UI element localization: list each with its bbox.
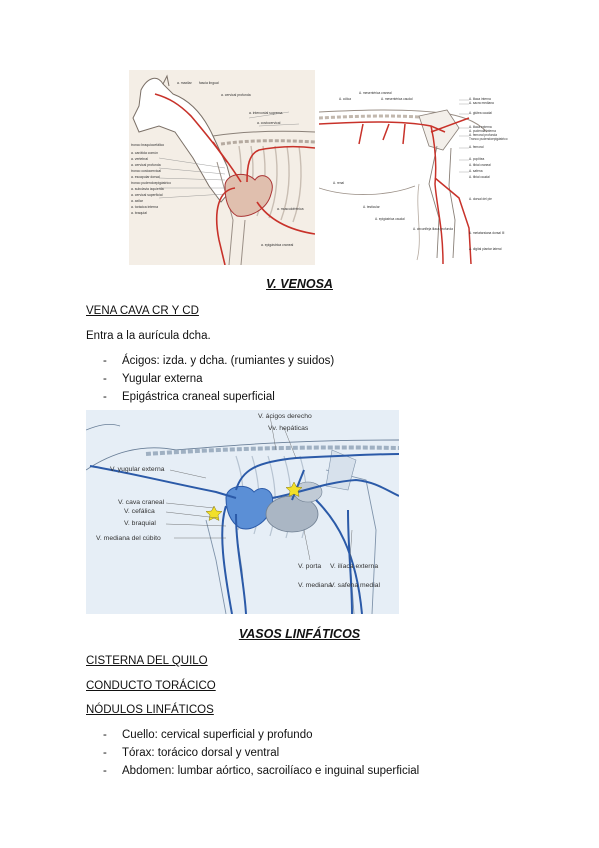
label-a-cervical-profunda: a. cervical profunda — [221, 93, 251, 97]
heading-vasos-linfaticos: VASOS LINFÁTICOS — [238, 627, 361, 641]
label-a-circunfleja-iliaca: A. circunfleja iliaca profunda — [413, 227, 453, 231]
label-a-colica: A. cólica — [339, 97, 351, 101]
list-item: -Ácigos: izda. y dcha. (rumiantes y suid… — [103, 355, 335, 367]
label-tronco-pudendoepigastrico-hind: Tronco pudendoepigástrico — [469, 137, 508, 141]
label-a-poplitea: A. poplítea — [469, 157, 484, 161]
label-a-intercostal-suprema: a. intercostal suprema — [249, 111, 282, 115]
label-v-porta: V. porta — [298, 563, 321, 570]
label-a-metatarsiana-dorsal: A. metatarsiana dorsal III — [469, 231, 505, 235]
list-item: -Cuello: cervical superficial y profundo — [103, 729, 313, 741]
label-a-carotida-comun: a. carótida común — [131, 151, 158, 155]
label-a-iliaca-interna: A. iliaca interna — [469, 97, 491, 101]
heading-venosa: V. VENOSA — [266, 277, 333, 291]
text-entra-auricula: Entra a la aurícula dcha. — [86, 330, 211, 342]
label-fascia-lingual: fascia lingual — [199, 81, 219, 85]
subheading-conducto-toracico: CONDUCTO TORÁCICO — [86, 680, 216, 692]
label-a-maxilar: a. maxilar — [177, 81, 193, 85]
label-v-yugular-externa: V. yugular externa — [110, 466, 165, 473]
figure-arterial-thorax: a. maxilar fascia lingual a. cervical pr… — [129, 70, 315, 265]
label-v-braquial: V. braquial — [124, 520, 156, 527]
label-a-epigastrica-craneal: a. epigástrica craneal — [261, 243, 293, 247]
label-a-cervical-superficial: a. cervical superficial — [131, 193, 163, 197]
label-tronco-costocervical: tronco costocervical — [131, 169, 161, 173]
figure-arterial-hind: A. mesentérica craneal A. mesentérica ca… — [319, 88, 519, 264]
label-v-cava-craneal: V. cava craneal — [118, 499, 165, 506]
label-v-iliaca-externa: V. ilíaca externa — [330, 563, 378, 570]
label-a-dorsal-del-pie: A. dorsal del pie — [469, 197, 492, 201]
label-a-braquial: a. braquial — [131, 211, 147, 215]
label-v-safena-medial: V. safena medial — [330, 582, 380, 589]
list-item: -Abdomen: lumbar aórtico, sacroilíaco e … — [103, 765, 420, 777]
label-a-safena: A. safena — [469, 169, 483, 173]
label-a-iliaca-externa: A. iliaca externa — [469, 125, 492, 129]
label-tronco-braquiocefalico: tronco braquiocefálico — [131, 143, 164, 147]
label-a-subclavia: a. subclavia izquierda — [131, 187, 164, 191]
label-v-cefalica: V. cefálica — [124, 508, 155, 515]
label-a-tibial-caudal: A. tibial caudal — [469, 175, 490, 179]
list-item: -Yugular externa — [103, 373, 203, 385]
label-a-tibial-craneal: A. tibial craneal — [469, 163, 491, 167]
label-v-mediana-cubito: V. mediana del cúbito — [96, 535, 161, 542]
label-a-escapular-dorsal: a. escapular dorsal — [131, 175, 160, 179]
label-a-mesenterica-craneal: A. mesentérica craneal — [359, 91, 392, 95]
list-item: -Tórax: torácico dorsal y ventral — [103, 747, 280, 759]
subheading-nodulos-linfaticos: NÓDULOS LINFÁTICOS — [86, 704, 214, 716]
figure-venous-system: V. ácigos derecho Vv. hepáticas V. yugul… — [86, 410, 399, 614]
label-a-musculofrenica: a. musculofrénica — [277, 207, 304, 211]
label-a-toracica-interna: a. torácica interna — [131, 205, 158, 209]
label-a-vertebral: a. vertebral — [131, 157, 148, 161]
subheading-vena-cava: VENA CAVA CR Y CD — [86, 305, 199, 317]
label-a-costocervical: a. costocervical — [257, 121, 281, 125]
label-a-pudenda-interna: A. pudenda interna — [469, 129, 496, 133]
label-a-testicular: A. testicular — [363, 205, 381, 209]
label-tronco-pudendoepigastrico: tronco pudendoepigástrico — [131, 181, 171, 185]
label-a-sacra-mediana: A. sacra mediana — [469, 101, 494, 105]
label-a-cervical-profunda-2: a. cervical profunda — [131, 163, 161, 167]
label-a-glutea-caudal: A. glútea caudal — [469, 111, 492, 115]
subheading-cisterna-quilo: CISTERNA DEL QUILO — [86, 655, 208, 667]
label-a-femoral-profunda: A. femoral profunda — [469, 133, 497, 137]
label-a-digital-plantar: A. digital plantar lateral — [469, 247, 502, 251]
label-a-epigastrica-caudal: A. epigástrica caudal — [375, 217, 405, 221]
label-v-azygos-derecho: V. ácigos derecho — [258, 413, 312, 420]
label-vv-hepaticas: Vv. hepáticas — [268, 425, 309, 432]
list-item: -Epigástrica craneal superficial — [103, 391, 275, 403]
label-v-mediana: V. mediana — [298, 582, 332, 589]
label-a-femoral: A. femoral — [469, 145, 484, 149]
label-a-axilar: a. axilar — [131, 199, 144, 203]
label-a-renal: A. renal — [333, 181, 344, 185]
label-a-mesenterica-caudal: A. mesentérica caudal — [381, 97, 413, 101]
